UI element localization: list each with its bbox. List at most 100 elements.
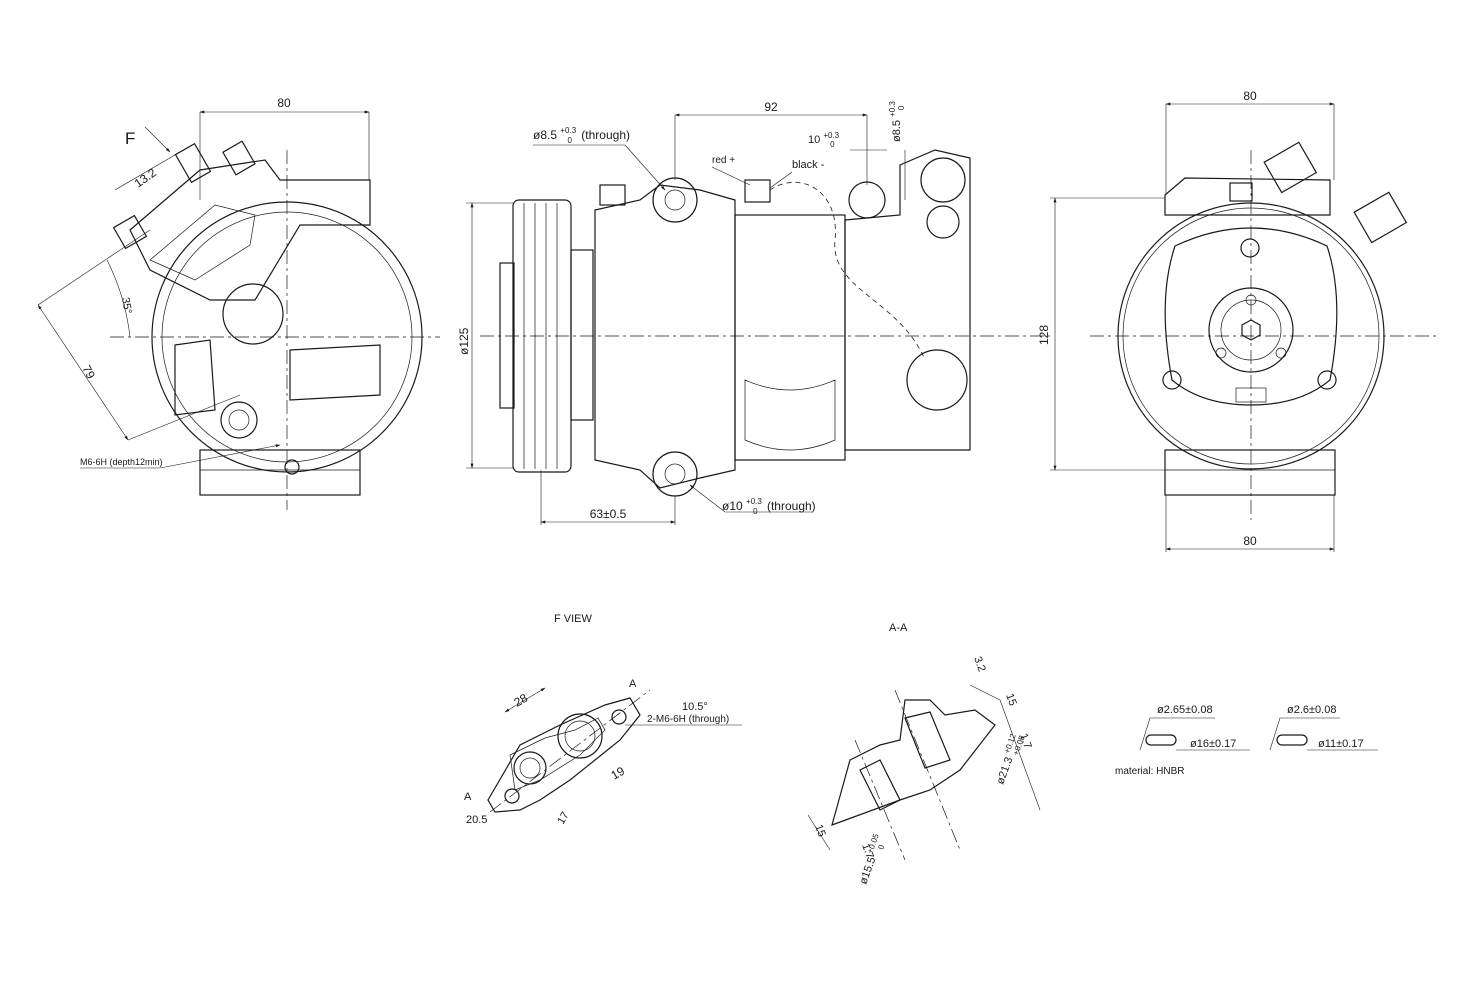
section-aa-dim-15-top: 15	[1003, 692, 1018, 708]
rear-center-boss	[1208, 287, 1294, 373]
rear-boss	[906, 349, 968, 411]
rear-view-dim-bottom: 80	[1243, 534, 1257, 548]
section-aa-dim-15-5: ø15.5 +0.05 0	[853, 829, 890, 887]
rear-label-plate	[1235, 387, 1267, 403]
rear-bolt-left	[1162, 370, 1182, 390]
dim-85-tol-upper: +0.3	[888, 101, 897, 117]
side-view-head-block	[129, 159, 371, 301]
mount-ear-bottom	[652, 451, 698, 497]
cylinder-block	[734, 214, 846, 461]
section-aa-axis-2	[854, 739, 906, 861]
cylinder-block-boss	[744, 379, 836, 451]
front-housing	[594, 184, 736, 489]
f-view-label-a-top: A	[629, 678, 637, 690]
f-view-flange-inner	[509, 717, 606, 791]
rear-view-housing-inner	[1122, 207, 1380, 465]
hole-top-note: (through)	[581, 128, 630, 142]
hole-bottom-leader	[689, 484, 726, 513]
section-aa-hatched-body	[831, 699, 996, 826]
rear-port-lower	[926, 205, 960, 239]
hole-bottom-dim: ø10 +0.3 0 (through)	[722, 493, 816, 517]
f-view-port-large-inner	[564, 720, 596, 752]
wire-red-label: red +	[712, 155, 735, 166]
mount-ear-top	[652, 177, 698, 223]
section-aa-dim-3-2: 3.2	[971, 655, 988, 673]
section-aa-dim-21-3: ø21.3 +0.12 +0.05	[990, 729, 1027, 787]
side-view-dim-length-line	[37, 304, 129, 441]
side-view-dim-length: 79	[79, 363, 98, 382]
side-view-thread-note: M6-6H (depth12min)	[80, 457, 163, 467]
rear-port-upper	[920, 157, 966, 203]
section-aa-axis-1	[894, 689, 961, 851]
side-view-dim-13-2: 13.2	[132, 165, 159, 190]
mount-ear-bottom-inner	[664, 463, 686, 485]
f-view-port-large	[557, 713, 603, 759]
side-view-head-detail	[149, 204, 256, 281]
side-view-angle-arc	[106, 259, 131, 338]
front-view-dim-125: ø125	[457, 327, 471, 355]
hole-top-leader	[624, 144, 666, 191]
f-view-dim-20-5: 20.5	[466, 814, 487, 826]
mount-ear-rear	[848, 181, 886, 219]
side-view-base-hole	[284, 459, 300, 475]
dim-85-vertical: ø8.5 +0.3 0	[886, 98, 906, 142]
o-ring-2	[1276, 734, 1308, 746]
side-view-base	[199, 449, 361, 496]
o-ring-2-section: ø2.6±0.08	[1287, 704, 1336, 716]
wire-black-leader	[769, 171, 793, 189]
rear-fitting-bolt	[1229, 182, 1253, 202]
section-aa: A-A 3.2 15 1.7 ø21.3 +0.12 +0.05 15 1.7 …	[807, 622, 1041, 887]
f-view-port-small	[513, 751, 547, 785]
side-view-dim-width: 80	[277, 96, 291, 110]
dim-85-value: ø8.5	[891, 120, 903, 142]
rear-view-dim-top: 80	[1243, 89, 1257, 103]
rear-pin-right	[1275, 347, 1287, 359]
dim-85-tol-lower: 0	[897, 105, 906, 110]
front-housing-bolt	[599, 184, 626, 206]
rear-base	[1164, 449, 1336, 496]
dim-10-value: 10	[808, 134, 820, 146]
o-ring-material: material: HNBR	[1115, 766, 1184, 777]
front-view-dim-63: 63±0.5	[590, 507, 627, 521]
wire-red-leader	[711, 166, 751, 186]
o-ring-1-id: ø16±0.17	[1190, 738, 1236, 750]
side-view-note-leader	[159, 444, 281, 469]
hole-top-dim: ø8.5 +0.3 0 (through)	[533, 122, 630, 146]
f-view-thread: 2-M6-6H (through)	[647, 714, 729, 725]
section-aa-dim-15-5-tol-upper: +0.05	[865, 832, 881, 855]
pulley-hub	[499, 262, 515, 409]
o-ring-1	[1145, 734, 1177, 746]
side-view-mount-hole	[220, 401, 258, 439]
f-view: F VIEW 28 A 10.5° 2-M6-6H (through) 19 A…	[464, 613, 742, 827]
o-ring-1-leader	[1139, 717, 1151, 751]
f-view-section-line	[489, 689, 651, 813]
side-view-lower-boss	[174, 339, 216, 416]
section-aa-dim-15-left: 15	[812, 823, 827, 839]
side-view-dim-angle: 35°	[119, 296, 134, 314]
o-ring-2-leader	[1269, 717, 1281, 751]
dim-10-tol-upper: +0.3	[823, 131, 839, 140]
f-view-dim-19: 19	[609, 764, 628, 783]
f-view-port-small-inner	[519, 757, 541, 779]
section-aa-dim-21-3-value: ø21.3	[995, 755, 1016, 786]
section-aa-dim-1-7-right: 1.7	[1017, 732, 1034, 750]
hole-bottom-tol-upper: +0.3	[746, 497, 762, 506]
dim-10: 10 +0.3 0	[808, 129, 842, 149]
clutch-plate	[570, 249, 594, 421]
rear-bolt-right	[1317, 370, 1337, 390]
wire-black-label: black -	[792, 159, 825, 171]
side-view-port	[222, 283, 284, 345]
f-view-dim-17: 17	[555, 810, 572, 827]
hole-top-tol-lower: 0	[568, 136, 573, 145]
rear-view-housing-circle	[1117, 202, 1385, 470]
dim-10-tol-lower: 0	[830, 140, 835, 149]
rear-view-dim-128: 128	[1037, 325, 1051, 345]
side-view-arrow-label: F	[125, 129, 135, 148]
hole-bottom-value: ø10	[722, 499, 743, 513]
section-aa-dim-15-5-tol-lower: 0	[876, 843, 886, 851]
section-aa-dim-1-7-bottom: 1.7	[859, 842, 876, 860]
f-view-thread-hole-2	[504, 788, 520, 804]
f-view-thread-hole-1	[611, 709, 627, 725]
connector-wire	[769, 181, 926, 361]
